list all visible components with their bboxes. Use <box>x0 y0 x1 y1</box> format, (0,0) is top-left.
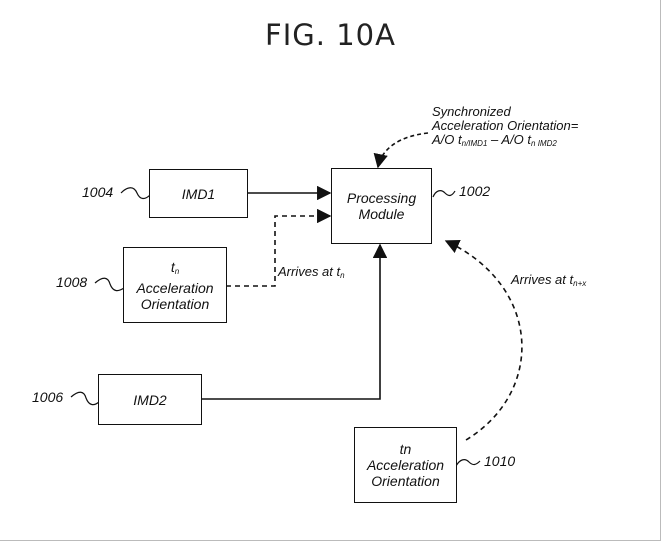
leader-1010 <box>455 459 481 467</box>
imd2-box: IMD2 <box>98 374 202 425</box>
tn-left-line1: tn <box>170 258 180 276</box>
sync-line2: Acceleration Orientation= <box>432 118 579 133</box>
processing-module-box: Processing Module <box>331 168 432 244</box>
processing-label-line2: Module <box>358 206 405 222</box>
leader-1002 <box>432 190 456 198</box>
ref-1008: 1008 <box>56 274 88 290</box>
arrives-at-tn-plus-x-label: Arrives at tn+x <box>511 272 587 289</box>
arrow-tn-right-to-processing <box>444 239 523 441</box>
tn-right-line2: Acceleration <box>366 457 445 473</box>
imd1-box: IMD1 <box>149 169 248 218</box>
synchronized-annotation: Synchronized Acceleration Orientation= A… <box>432 105 578 151</box>
sync-line3: A/O tn/IMD1 – A/O tn IMD2 <box>432 132 557 149</box>
tn-left-line3: Orientation <box>140 295 210 312</box>
leader-1006 <box>70 391 100 406</box>
tn-left-line2: Acceleration <box>136 279 214 296</box>
figure-title: FIG. 10A <box>265 18 396 52</box>
arrow-sync-to-processing <box>373 132 429 169</box>
tn-right-line3: Orientation <box>371 473 440 489</box>
tn-acceleration-orientation-right-box: tn Acceleration Orientation <box>354 427 457 503</box>
imd1-label: IMD1 <box>181 185 216 202</box>
arrow-imd2-to-processing <box>201 243 388 400</box>
leader-1008 <box>94 277 125 292</box>
ref-1010: 1010 <box>484 453 516 469</box>
arrow-tn-left-to-processing <box>226 208 332 287</box>
ref-1002: 1002 <box>459 183 491 199</box>
processing-label-line1: Processing <box>346 190 417 206</box>
leader-1004 <box>120 187 151 200</box>
sync-line1: Synchronized <box>432 104 511 119</box>
arrives-at-tn-label: Arrives at tn <box>278 264 345 281</box>
imd2-label: IMD2 <box>133 391 167 408</box>
tn-acceleration-orientation-left-box: tn Acceleration Orientation <box>123 247 227 323</box>
tn-right-line1: tn <box>399 441 412 457</box>
ref-1004: 1004 <box>82 184 114 200</box>
ref-1006: 1006 <box>32 389 64 405</box>
